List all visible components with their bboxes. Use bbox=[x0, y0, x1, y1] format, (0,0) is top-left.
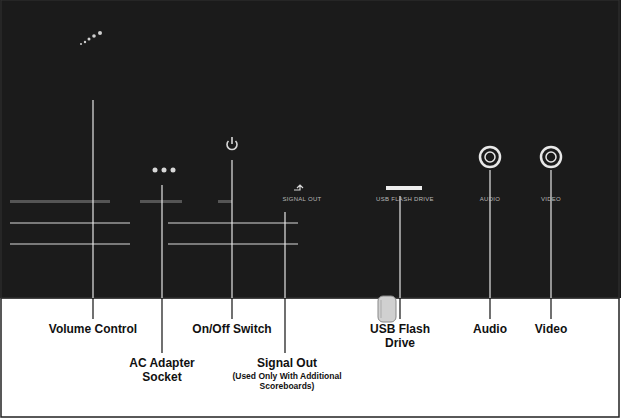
leader-lines bbox=[93, 100, 551, 298]
panel-print: USB FLASH DRIVE bbox=[370, 196, 440, 203]
leader-lines-lower bbox=[93, 298, 551, 353]
callout-note: (Used Only With Additional Scoreboards) bbox=[222, 372, 352, 392]
signal-symbol bbox=[294, 185, 303, 190]
panel-strip bbox=[10, 243, 130, 245]
audio-jack bbox=[480, 147, 500, 167]
panel-print bbox=[218, 200, 232, 203]
callout-label: USB Flash Drive bbox=[365, 323, 435, 351]
usb-stick-shade bbox=[381, 300, 382, 318]
callout-label: Signal Out bbox=[242, 357, 332, 371]
callout-label: Video bbox=[526, 323, 576, 337]
panel-strip bbox=[168, 222, 298, 224]
panel-back bbox=[0, 0, 621, 298]
volume-dots bbox=[80, 31, 102, 45]
panel-print bbox=[10, 200, 110, 203]
panel-print: AUDIO bbox=[470, 196, 510, 203]
panel-print: SIGNAL OUT bbox=[272, 196, 332, 203]
power-symbol bbox=[227, 137, 237, 150]
panel-print: VIDEO bbox=[531, 196, 571, 203]
callout-label: On/Off Switch bbox=[182, 323, 282, 337]
callout-label: Audio bbox=[465, 323, 515, 337]
panel-border bbox=[1, 0, 619, 298]
callout-label: AC Adapter Socket bbox=[122, 357, 202, 385]
panel-print bbox=[140, 200, 182, 203]
usb-slot bbox=[386, 186, 422, 190]
panel-strip bbox=[10, 222, 130, 224]
label-area bbox=[1, 298, 619, 417]
video-jack bbox=[541, 147, 561, 167]
callout-label: Volume Control bbox=[38, 323, 148, 337]
panel-strip bbox=[168, 243, 298, 245]
adapter-symbol bbox=[153, 168, 176, 173]
usb-stick bbox=[378, 296, 396, 322]
